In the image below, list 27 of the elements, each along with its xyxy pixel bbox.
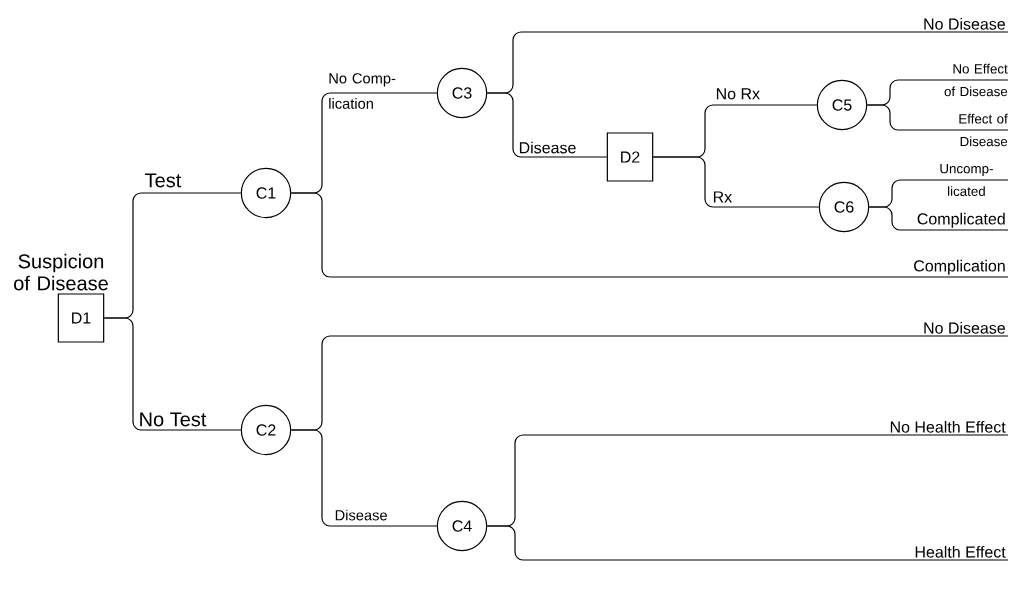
edge-label: Disease: [333, 508, 389, 522]
outcome-label: Health Effect: [915, 546, 1006, 558]
branch-line: [290, 429, 438, 527]
outcome-label: No Disease: [924, 18, 1005, 30]
edge-label: Rx: [711, 190, 734, 204]
branch-line: [486, 525, 1009, 561]
outcome-label: No Disease: [924, 322, 1005, 334]
edge-label: No Test: [137, 411, 208, 428]
node-caption: Suspicion of Disease: [14, 253, 108, 291]
branch-line: [652, 156, 820, 208]
outcome-label: Complication: [914, 259, 1005, 275]
edge-label: Disease: [517, 140, 578, 155]
branch-line: [290, 192, 1009, 278]
branch-line: [868, 206, 1009, 231]
outcome-label: Effect of Disease: [959, 113, 1008, 147]
decision-box: D1: [57, 293, 105, 343]
decision-box: D2: [606, 132, 654, 182]
branch-line: [486, 92, 608, 158]
outcome-label: Complicated: [917, 212, 1005, 228]
edge-label: No Comp- lication: [329, 73, 396, 109]
branch-line: [103, 317, 242, 431]
edge-label: No Rx: [714, 86, 762, 101]
branch-line: [866, 104, 1009, 131]
outcome-label: Uncomp- licated: [940, 164, 993, 196]
outcome-label: No Health Effect: [890, 421, 1006, 433]
outcome-label: No Effect of Disease: [944, 63, 1008, 97]
edge-label: Test: [143, 172, 183, 189]
